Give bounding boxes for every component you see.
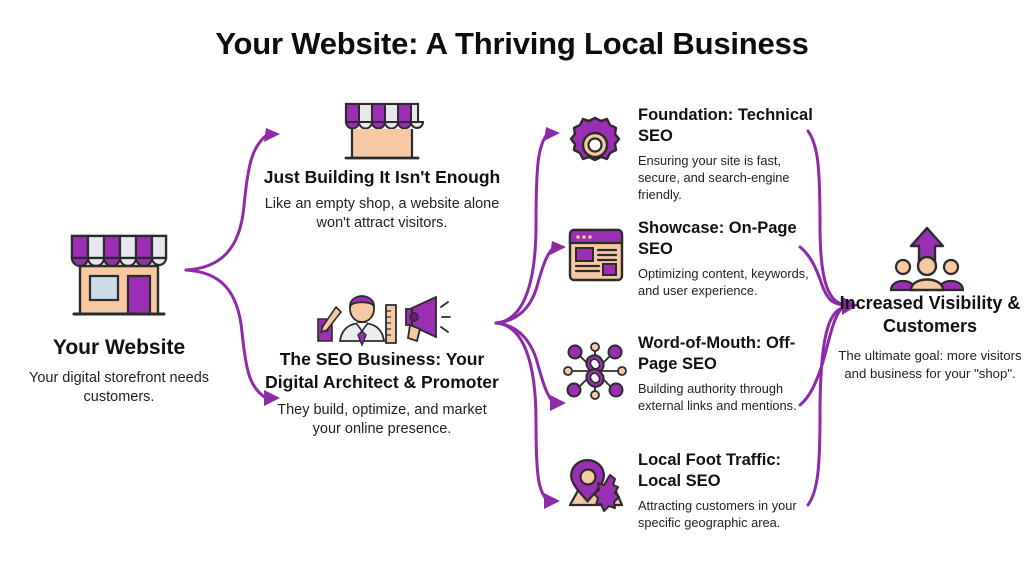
page-title: Your Website: A Thriving Local Business <box>215 26 809 61</box>
people-growth-icon <box>889 226 965 292</box>
connector-left-fan <box>184 128 280 406</box>
gear-icon <box>569 116 621 162</box>
middle-item-1-body: They build, optimize, and market your on… <box>277 402 487 437</box>
connector-middle-fan <box>494 127 566 509</box>
right-block: Increased Visibility & Customers The ult… <box>836 292 1024 382</box>
middle-item-0-heading: Just Building It Isn't Enough <box>263 167 501 187</box>
middle-item-0-body: Like an empty shop, a website alone won'… <box>264 196 500 231</box>
left-block: Your Website Your digital storefront nee… <box>10 335 228 407</box>
pillar-1-heading: Showcase: On-Page SEO <box>638 219 797 258</box>
arrowhead-top <box>264 128 280 142</box>
right-heading: Increased Visibility & Customers <box>839 293 1021 336</box>
pillar-1: Showcase: On-Page SEO Optimizing content… <box>638 218 820 299</box>
middle-item-1: The SEO Business: Your Digital Architect… <box>262 348 502 439</box>
empty-shop-awning-icon <box>344 102 425 160</box>
pillar-2: Word-of-Mouth: Off-Page SEO Building aut… <box>638 333 820 414</box>
pillar-2-heading: Word-of-Mouth: Off-Page SEO <box>638 334 796 373</box>
middle-item-1-heading: The SEO Business: Your Digital Architect… <box>265 349 499 392</box>
pillar-3-body: Attracting customers in your specific ge… <box>638 498 797 530</box>
connector-right-merge <box>798 129 858 507</box>
pillar-0-heading: Foundation: Technical SEO <box>638 106 813 145</box>
middle-item-0: Just Building It Isn't Enough Like an em… <box>262 166 502 233</box>
left-body: Your digital storefront needs customers. <box>28 370 210 405</box>
pillar-2-body: Building authority through external link… <box>638 381 797 413</box>
architect-megaphone-icon <box>317 295 451 347</box>
map-pin-icon <box>568 459 624 512</box>
pillar-1-body: Optimizing content, keywords, and user e… <box>638 266 809 298</box>
network-link-icon <box>563 342 627 400</box>
pillar-0-body: Ensuring your site is fast, secure, and … <box>638 153 790 202</box>
storefront-icon <box>70 234 168 316</box>
arrowhead-merge <box>842 297 858 315</box>
right-body: The ultimate goal: more visitors and bus… <box>838 348 1022 381</box>
arrowhead-bottom <box>264 390 280 406</box>
pillar-3: Local Foot Traffic: Local SEO Attracting… <box>638 450 820 531</box>
pillar-0: Foundation: Technical SEO Ensuring your … <box>638 105 820 203</box>
left-heading: Your Website <box>52 336 186 359</box>
browser-window-icon <box>568 228 624 282</box>
pillar-3-heading: Local Foot Traffic: Local SEO <box>638 451 782 490</box>
